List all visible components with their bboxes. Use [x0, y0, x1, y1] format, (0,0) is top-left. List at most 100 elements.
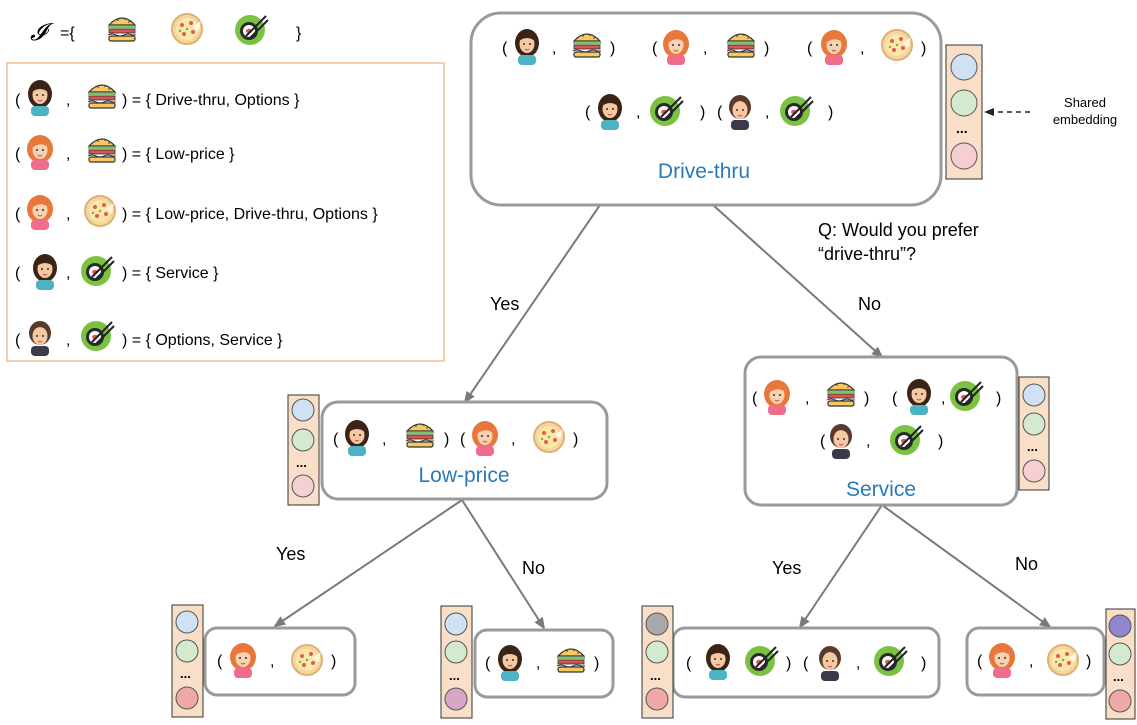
- embedding-cell: [950, 142, 978, 170]
- burger-icon: [571, 32, 603, 59]
- pizza-icon: [84, 195, 116, 227]
- edge-root-yes: [463, 204, 601, 404]
- leaf-node: ( ) ( , ): [671, 626, 941, 699]
- burger-icon: [725, 32, 757, 59]
- comma: ,: [382, 431, 386, 448]
- embedding-cell: [645, 687, 669, 711]
- ellipsis-dots: ...: [449, 668, 460, 683]
- close-paren: ): [921, 40, 926, 57]
- root-node: ( , ) ( , ) ( , ) ( , ) ( , ) Drive-thru: [469, 11, 943, 207]
- root-node-label: Drive-thru: [658, 160, 750, 183]
- pizza-icon: [171, 13, 203, 45]
- edge-root-no: [712, 204, 884, 359]
- item-set-open: ={: [60, 25, 75, 42]
- burger-icon: [86, 137, 118, 164]
- comma: ,: [66, 206, 70, 223]
- legend-attributes: ) = { Service }: [122, 265, 219, 282]
- pizza-icon: [881, 29, 913, 61]
- close-paren: ): [864, 390, 869, 407]
- shared-embedding-label: embedding: [1053, 112, 1117, 127]
- edge-service-no: [881, 504, 1052, 629]
- edge-lowprice-yes: [273, 499, 463, 628]
- close-paren: ): [331, 653, 336, 670]
- legend-row: ( , ) = { Low-price, Drive-thru, Options…: [15, 194, 378, 231]
- open-paren: (: [820, 433, 826, 450]
- comma: ,: [856, 655, 860, 672]
- open-paren: (: [652, 40, 658, 57]
- comma: ,: [66, 92, 70, 109]
- embedding-cell: [175, 686, 199, 710]
- ellipsis-dots: ...: [180, 666, 191, 681]
- legend-row: ( , ) = { Options, Service }: [15, 320, 283, 357]
- close-paren: ): [1086, 653, 1091, 670]
- node-label: Low-price: [418, 464, 509, 487]
- open-paren: (: [803, 655, 809, 672]
- open-paren: (: [15, 146, 21, 163]
- root-question: “drive-thru”?: [818, 244, 916, 264]
- legend-attributes: ) = { Low-price }: [122, 146, 235, 163]
- item-set-symbol: 𝓘: [30, 19, 54, 46]
- legend-attributes: ) = { Options, Service }: [122, 332, 283, 349]
- open-paren: (: [585, 104, 591, 121]
- legend-row: ( , ) = { Service }: [15, 253, 219, 291]
- ellipsis-dots: ...: [1113, 669, 1124, 684]
- embedding-cell: [444, 687, 468, 711]
- branch-yes-label: Yes: [276, 544, 305, 564]
- embedding-cell: [291, 428, 315, 452]
- open-paren: (: [217, 653, 223, 670]
- open-paren: (: [15, 332, 21, 349]
- embedding-vector: ...: [440, 605, 473, 719]
- ellipsis-dots: ...: [1027, 439, 1038, 454]
- burger-icon: [86, 83, 118, 110]
- node-border: [965, 626, 1106, 697]
- leaf-node: ( , ): [965, 626, 1106, 697]
- sushi-icon: [234, 14, 269, 46]
- root-node-border: [469, 11, 943, 207]
- embedding-cell: [1022, 383, 1046, 407]
- legend-border: [6, 62, 445, 362]
- shared-embedding-vector: ...: [945, 44, 983, 180]
- embedding-vector: ...: [641, 605, 674, 719]
- open-paren: (: [15, 206, 21, 223]
- user-avatar-icon: [829, 423, 853, 460]
- user-avatar-icon: [27, 79, 53, 117]
- legend-attributes: ) = { Low-price, Drive-thru, Options }: [122, 206, 378, 223]
- service-node: ( , ) ( , ) ( , ) Service: [743, 355, 1019, 507]
- open-paren: (: [686, 655, 692, 672]
- close-paren: ): [938, 433, 943, 450]
- embedding-cell: [1108, 614, 1132, 638]
- comma: ,: [703, 40, 707, 57]
- open-paren: (: [333, 431, 339, 448]
- burger-icon: [825, 381, 857, 408]
- burger-icon: [555, 647, 587, 674]
- close-paren: ): [764, 40, 769, 57]
- comma: ,: [511, 431, 515, 448]
- burger-icon: [404, 422, 436, 449]
- node-label: Service: [846, 478, 916, 501]
- ellipsis-dots: ...: [650, 668, 661, 683]
- legend-attributes: ) = { Drive-thru, Options }: [122, 92, 300, 109]
- close-paren: ): [786, 655, 791, 672]
- embedding-cell: [645, 640, 669, 664]
- close-paren: ): [921, 655, 926, 672]
- user-avatar-icon: [597, 93, 623, 131]
- tree-edges: [273, 204, 1052, 630]
- user-avatar-icon: [32, 253, 58, 291]
- close-paren: ): [996, 390, 1001, 407]
- embedding-cell: [291, 398, 315, 422]
- comma: ,: [66, 146, 70, 163]
- open-paren: (: [485, 655, 491, 672]
- embedding-cell: [291, 474, 315, 498]
- user-avatar-icon: [497, 644, 523, 682]
- node-border: [473, 628, 615, 699]
- open-paren: (: [807, 40, 813, 57]
- open-paren: (: [460, 431, 466, 448]
- embedding-cell: [1108, 642, 1132, 666]
- embedding-cell: [1022, 412, 1046, 436]
- close-paren: ): [828, 104, 833, 121]
- legend-row: ( , ) = { Low-price }: [15, 134, 235, 171]
- branch-yes-label: Yes: [772, 558, 801, 578]
- user-avatar-icon: [344, 419, 370, 457]
- leaf-node: ( , ): [203, 626, 357, 697]
- item-set-close: }: [296, 25, 302, 42]
